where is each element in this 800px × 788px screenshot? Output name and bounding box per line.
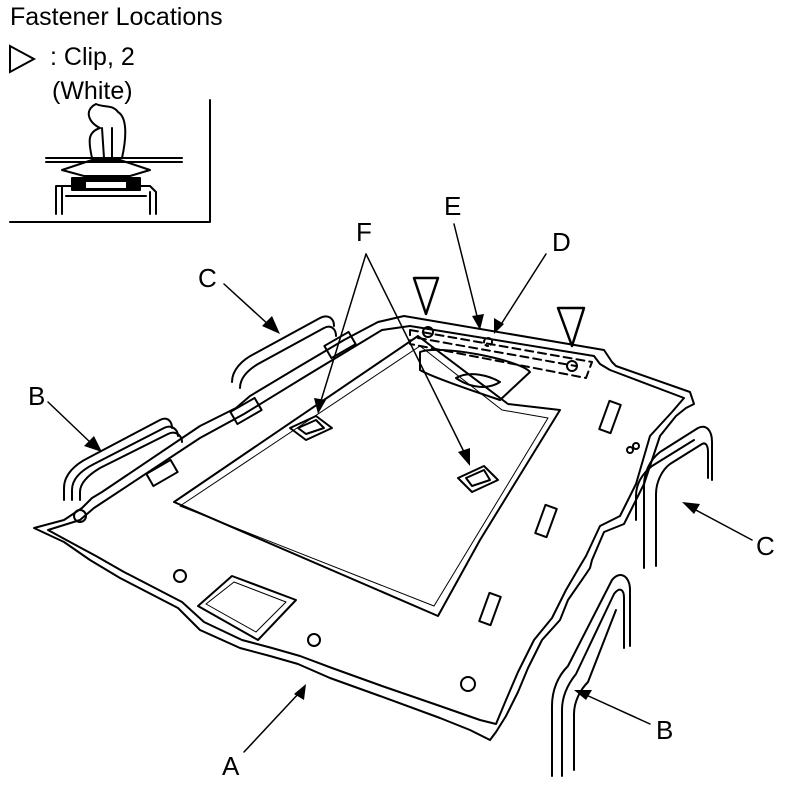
e-point — [483, 337, 493, 347]
callout-b-left: B — [28, 381, 46, 411]
leader-lines — [47, 223, 753, 753]
rear-bracket-dashed — [409, 329, 593, 379]
callout-f: F — [356, 217, 372, 247]
c-rail-right — [635, 425, 713, 569]
f-fastener-points — [289, 415, 499, 493]
callout-e: E — [444, 191, 462, 221]
clip-point-left — [422, 326, 434, 338]
callout-c-left: C — [198, 263, 217, 293]
legend-clip-label: : Clip, 2 — [50, 43, 135, 71]
arrow-heads — [84, 314, 700, 700]
clip-marker-right-icon — [556, 306, 586, 348]
b-rail-left — [63, 417, 183, 501]
c-rail-left — [231, 315, 337, 389]
callout-c-right: C — [756, 531, 775, 561]
clip-head — [87, 103, 127, 159]
clip-marker-left-icon — [412, 276, 440, 316]
callout-d: D — [552, 227, 571, 257]
headliner-panel — [33, 315, 695, 741]
callout-a: A — [222, 751, 240, 781]
diagram-title: Fastener Locations — [10, 3, 223, 31]
b-rail-right — [551, 574, 631, 777]
legend-clip-color: (White) — [52, 77, 133, 105]
clip-point-right — [566, 360, 578, 372]
clip-legend-symbol-icon — [9, 44, 37, 74]
callout-b-right: B — [656, 715, 674, 745]
clip-detail-inset — [9, 99, 211, 223]
